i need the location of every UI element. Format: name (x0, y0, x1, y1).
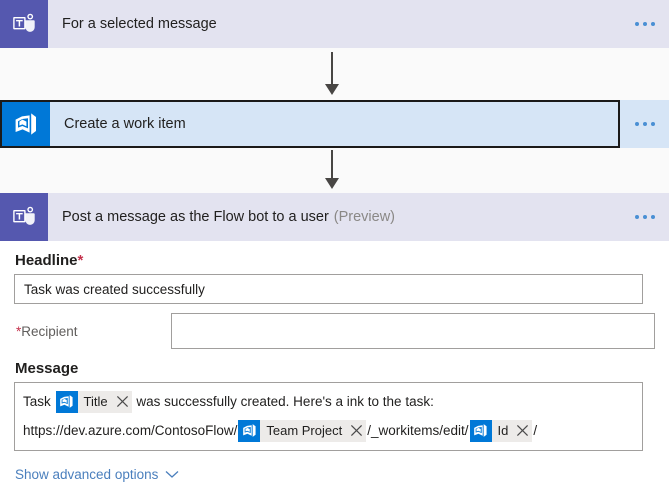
recipient-row: *Recipient (14, 313, 655, 349)
flow-step-focus-outline: Create a work item (0, 100, 620, 148)
message-line2-pre-text: https://dev.azure.com/ContosoFlow/ (23, 423, 238, 438)
remove-token-icon[interactable] (113, 391, 132, 413)
remove-token-icon[interactable] (347, 420, 366, 442)
more-commands-icon[interactable] (634, 215, 655, 219)
flow-step-title-text: For a selected message (62, 16, 217, 32)
connector-arrowhead (325, 84, 339, 95)
headline-input[interactable]: Task was created successfully (14, 274, 643, 304)
dynamic-token-id[interactable]: Id (469, 419, 533, 442)
message-line-2: https://dev.azure.com/ContosoFlow/ Team … (23, 418, 634, 443)
flow-step-trigger-title: For a selected message (48, 0, 620, 48)
flow-step-title-text: Post a message as the Flow bot to a user (62, 209, 329, 225)
flow-step-create-work-item-title: Create a work item (50, 102, 618, 146)
message-line1-pre-text: Task (23, 394, 51, 409)
dynamic-token-label: Team Project (266, 423, 343, 438)
flow-step-post-message[interactable]: Post a message as the Flow bot to a user… (0, 193, 669, 241)
message-label-text: Message (15, 360, 79, 377)
connector-stem (331, 52, 333, 86)
show-advanced-options-link[interactable]: Show advanced options (14, 467, 179, 482)
flow-step-title-text: Create a work item (64, 116, 186, 132)
azure-devops-icon (238, 419, 261, 442)
dynamic-token-team-project[interactable]: Team Project (238, 419, 367, 442)
flow-step-create-work-item[interactable]: Create a work item (0, 100, 669, 148)
recipient-label: *Recipient (14, 324, 171, 339)
flow-step-create-work-item-menu[interactable] (620, 100, 669, 148)
more-commands-icon[interactable] (634, 122, 655, 126)
microsoft-teams-icon (0, 193, 48, 241)
headline-input-value: Task was created successfully (24, 282, 205, 297)
connector-arrow-1 (0, 48, 669, 100)
message-label: Message (15, 360, 655, 377)
required-asterisk: * (77, 252, 84, 269)
post-message-form-panel: Headline* Task was created successfully … (0, 252, 669, 482)
more-commands-icon[interactable] (634, 22, 655, 26)
flow-step-trigger-menu[interactable] (620, 0, 669, 48)
message-line1-post-text: was successfully created. Here's a ink t… (136, 394, 434, 409)
azure-devops-icon (469, 419, 492, 442)
dynamic-token-label: Title (83, 394, 108, 409)
recipient-label-text: Recipient (21, 323, 78, 339)
microsoft-teams-icon (0, 0, 48, 48)
flow-step-trigger[interactable]: For a selected message (0, 0, 669, 48)
dynamic-token-title[interactable]: Title (55, 390, 132, 413)
message-line2-post-text: / (533, 423, 538, 438)
message-line-1: Task Title (23, 389, 634, 414)
required-asterisk: * (16, 323, 22, 339)
dynamic-token-label: Id (497, 423, 509, 438)
message-line2-mid-text: /_workitems/edit/ (367, 423, 469, 438)
preview-badge: (Preview) (333, 209, 396, 225)
flow-step-post-message-menu[interactable] (620, 193, 669, 241)
chevron-down-icon (165, 467, 179, 482)
message-rich-input[interactable]: Task Title (14, 382, 643, 451)
azure-devops-icon (2, 102, 50, 146)
flow-step-post-message-title: Post a message as the Flow bot to a user… (48, 193, 620, 241)
headline-label-text: Headline (15, 252, 78, 269)
show-advanced-options-label: Show advanced options (15, 467, 159, 482)
recipient-input[interactable] (170, 313, 655, 349)
remove-token-icon[interactable] (513, 420, 532, 442)
connector-arrow-2 (0, 148, 669, 193)
connector-stem (331, 150, 333, 178)
headline-label: Headline* (15, 252, 655, 269)
azure-devops-icon (55, 390, 78, 413)
connector-arrowhead (325, 178, 339, 189)
